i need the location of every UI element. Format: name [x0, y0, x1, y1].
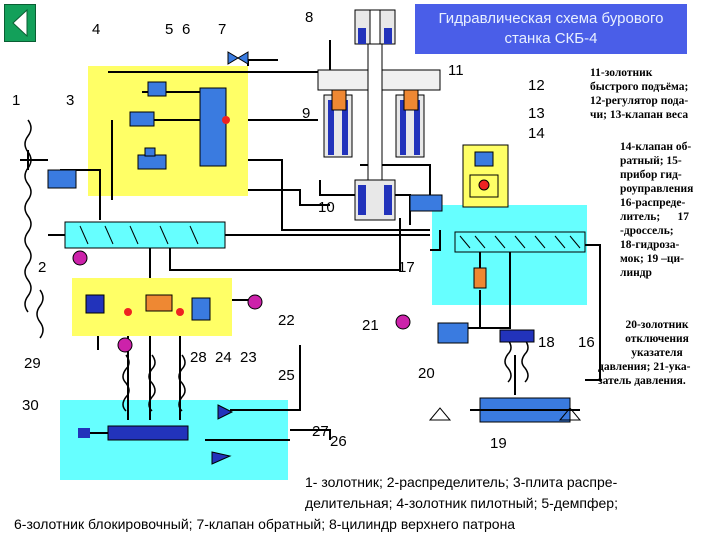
label-10: 10 [318, 199, 335, 216]
label-7: 7 [218, 21, 226, 38]
legend-line: литель; 17 [620, 211, 689, 223]
pressure-gauge-2 [72, 250, 88, 266]
legend-line: 16-распреде- [620, 197, 686, 209]
valve-28-24 [145, 294, 173, 312]
label-24: 24 [215, 349, 232, 366]
legend-line: линдр [620, 267, 652, 279]
label-19: 19 [490, 435, 507, 452]
diagram-title: Гидравлическая схема бурового станка СКБ… [415, 4, 687, 54]
legend-line: указателя [631, 347, 683, 359]
fast-lift-spool-11 [409, 194, 443, 212]
label-13: 13 [528, 105, 545, 122]
throttle-17 [473, 267, 487, 289]
label-26: 26 [330, 433, 347, 450]
damper-5 [147, 81, 167, 97]
label-30: 30 [22, 397, 39, 414]
spool-1 [47, 169, 77, 189]
legend-line: 20-золотник [625, 319, 689, 331]
legend-line: чи; 13-клапан веса [590, 109, 689, 121]
legend-line: 14-клапан об- [620, 141, 692, 153]
label-23: 23 [240, 349, 257, 366]
blocking-spool-6 [137, 154, 167, 170]
caption-line-3: 6-золотник блокировочный; 7-клапан обрат… [14, 516, 516, 532]
back-button[interactable] [4, 4, 36, 42]
legend-line: 18-гидроза- [620, 239, 680, 251]
label-29: 29 [24, 355, 41, 372]
check-valve-14 [469, 174, 499, 198]
title-line-2: станка СКБ-4 [504, 30, 598, 47]
label-16: 16 [578, 334, 595, 351]
distributor-2-body [64, 221, 226, 249]
label-21: 21 [362, 317, 379, 334]
title-line-1: Гидравлическая схема бурового [438, 10, 664, 27]
label-28: 28 [190, 349, 207, 366]
valve-23 [191, 297, 211, 321]
legend-line: мок; 19 –ци- [620, 253, 684, 265]
legend-line: затель давления. [598, 375, 686, 387]
valve-25 [217, 404, 234, 420]
gauge-29 [117, 337, 133, 353]
legend-line: -дроссель; [620, 225, 674, 237]
label-3: 3 [66, 92, 74, 109]
legend-line: 12-регулятор пода- [590, 95, 689, 107]
legend-line: роуправления [620, 183, 694, 195]
pressure-indicator-21 [395, 314, 411, 330]
valve-lower-left [85, 294, 105, 314]
label-25: 25 [278, 367, 295, 384]
label-11: 11 [448, 62, 464, 79]
label-27: 27 [312, 423, 329, 440]
label-8: 8 [305, 9, 313, 26]
back-arrow-icon [12, 8, 28, 38]
legend-line: 11-золотник [590, 67, 653, 79]
label-22: 22 [278, 312, 295, 329]
label-1: 1 [12, 92, 20, 109]
legend-block-3: 20-золотник отключения указателя давлени… [598, 318, 716, 388]
label-6: 6 [182, 21, 190, 38]
label-4: 4 [92, 21, 100, 38]
legend-block-1: 11-золотник быстрого подъёма; 12-регулят… [590, 66, 715, 122]
legend-line: ратный; 15- [620, 155, 682, 167]
label-2: 2 [38, 259, 46, 276]
label-14: 14 [528, 125, 545, 142]
caption-line-1: 1- золотник; 2-распределитель; 3-плита р… [305, 474, 618, 490]
label-9: 9 [302, 105, 310, 122]
hydraulic-cylinder-30 [107, 425, 189, 441]
label-18: 18 [538, 334, 555, 351]
legend-line: быстрого подъёма; [590, 81, 689, 93]
legend-line: отключения [625, 333, 689, 345]
hydraulic-lock-18 [499, 329, 535, 343]
feed-regulator-12 [474, 151, 494, 167]
check-valve-7 [199, 87, 227, 167]
caption-line-2: делительная; 4-золотник пилотный; 5-демп… [305, 495, 618, 511]
label-17: 17 [398, 259, 415, 276]
gauge-cutoff-spool-20 [437, 322, 469, 344]
gauge-22 [247, 294, 263, 310]
label-12: 12 [528, 77, 545, 94]
label-5: 5 [165, 21, 173, 38]
legend-block-2: 14-клапан об- ратный; 15- прибор гид- ро… [620, 140, 715, 280]
weight-valve-13 [478, 179, 490, 191]
pilot-spool-4 [129, 111, 155, 127]
legend-line: давления; 21-ука- [598, 361, 691, 373]
label-20: 20 [418, 365, 435, 382]
valve-27 [211, 451, 232, 465]
legend-line: прибор гид- [620, 169, 682, 181]
